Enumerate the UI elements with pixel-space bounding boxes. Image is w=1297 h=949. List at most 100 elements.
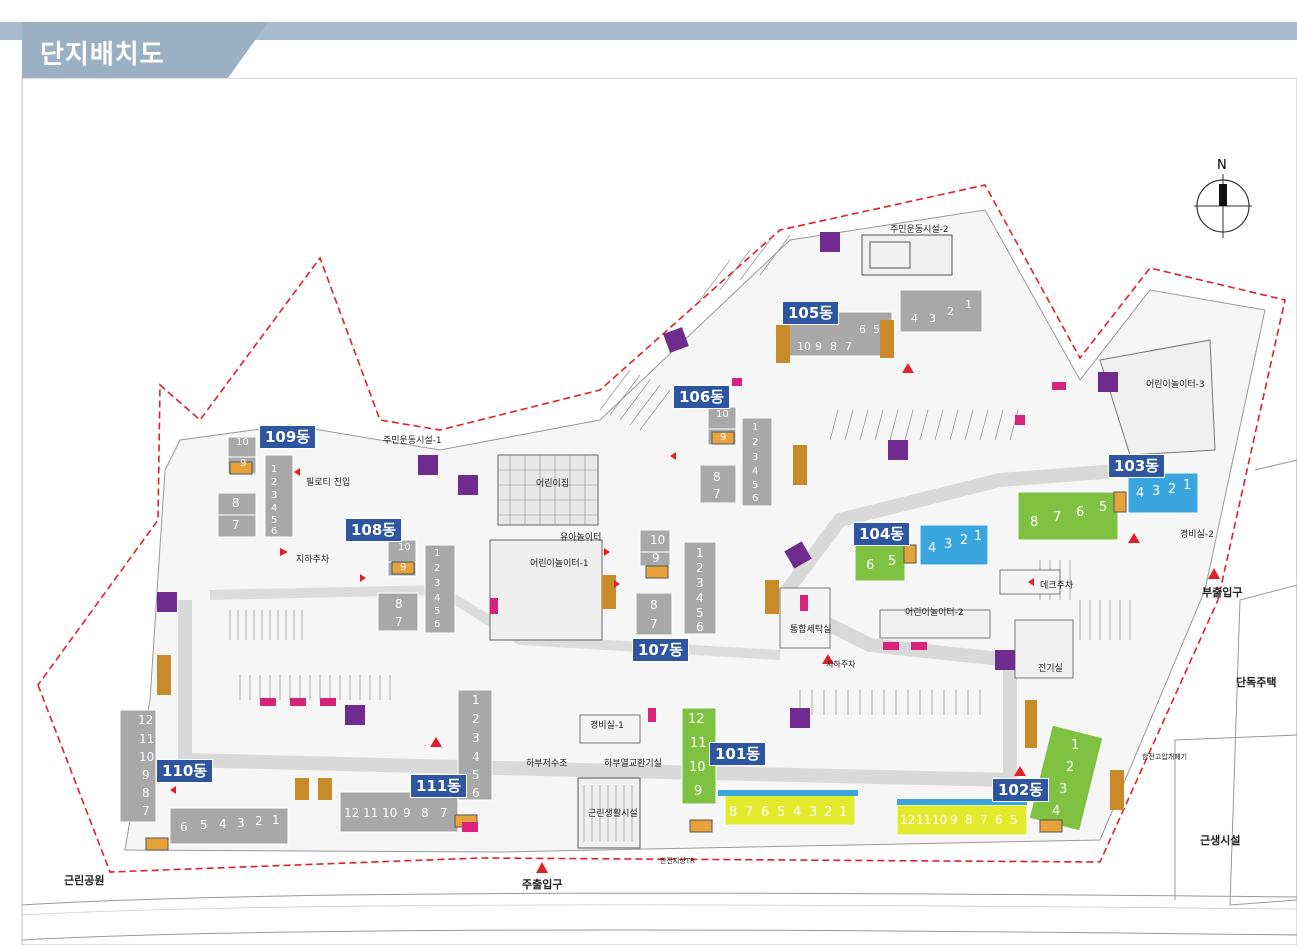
unit-101-11: 11 [690,736,707,751]
unit-106-4: 4 [752,466,759,477]
building-tag-109[interactable]: 109동 [259,425,317,449]
label-detached-housing: 단독주택 [1236,676,1277,689]
unit-109-7: 7 [232,518,240,532]
building-tag-108[interactable]: 108동 [345,518,403,542]
label-neighborhood-facility: 근린생활시설 [588,809,638,819]
unit-109-5: 5 [271,515,278,526]
unit-106-3: 3 [752,452,759,463]
unit-105-3: 3 [929,312,936,325]
unit-102-4: 4 [1052,804,1061,819]
unit-111-4: 4 [472,750,480,764]
unit-108-2: 2 [434,563,441,574]
unit-111-5: 5 [472,768,480,782]
compass-icon [1194,174,1252,238]
page-title: 단지배치도 [40,40,165,70]
unit-104-1: 1 [974,529,983,544]
building-tag-111[interactable]: 111동 [410,774,468,798]
unit-101-4: 4 [793,805,802,820]
label-toddler-play: 유아놀이터 [560,533,602,543]
unit-101-5: 5 [777,805,786,820]
site-boundary [37,184,1286,873]
unit-108-4: 4 [434,593,441,604]
unit-103-3: 3 [1152,484,1161,499]
unit-111-12: 12 [344,806,360,820]
unit-103-2: 2 [1168,482,1177,497]
unit-109-8: 8 [232,496,240,510]
unit-101-10: 10 [689,760,706,775]
label-heat-exchanger: 하부열교환기실 [604,759,662,769]
unit-105-4: 4 [911,312,918,325]
unit-105-9: 9 [815,340,822,353]
unit-101-12: 12 [688,712,705,727]
label-deck-parking: 데크주차 [1040,581,1074,591]
unit-106-5: 5 [752,480,759,491]
unit-110-5: 5 [200,818,208,832]
building-tag-107[interactable]: 107동 [632,638,690,662]
unit-108-5: 5 [434,606,441,617]
unit-103-4: 4 [1136,486,1145,501]
building-tag-102[interactable]: 102동 [992,778,1050,802]
label-sub-entrance[interactable]: 부출입구 [1202,586,1243,599]
unit-110-4: 4 [219,817,227,831]
unit-102-9: 9 [950,813,958,827]
building-tag-103[interactable]: 103동 [1108,454,1166,478]
unit-108-7: 7 [395,615,403,629]
unit-103-8: 8 [1030,515,1039,530]
unit-108-8: 8 [395,597,403,611]
unit-105-8: 8 [830,340,837,353]
unit-106-8: 8 [713,470,721,484]
unit-109-3: 3 [271,490,278,501]
label-underground-parking-b: 지하주차 [826,660,856,669]
label-transformer: 한전지상TR [660,857,695,865]
unit-110-2: 2 [255,814,263,828]
unit-110-8: 8 [142,786,150,800]
unit-102-5: 5 [1010,813,1018,827]
unit-101-3: 3 [809,805,818,820]
unit-109-9: 9 [240,458,247,469]
unit-101-7: 7 [745,805,754,820]
unit-107-3: 3 [696,576,704,590]
label-guard-2: 경비실-2 [1180,530,1214,540]
unit-107-1: 1 [696,546,704,560]
building-tag-106[interactable]: 106동 [673,385,731,409]
unit-108-9: 9 [400,562,407,573]
unit-108-3: 3 [434,578,441,589]
unit-104-5: 5 [888,554,897,569]
unit-110-9: 9 [142,768,150,782]
building-104 [854,524,989,582]
daycare-block [497,454,599,526]
building-tag-105[interactable]: 105동 [782,301,840,325]
label-integrated-laundry: 통합세탁실 [790,625,832,635]
unit-110-7: 7 [142,804,150,818]
unit-101-8: 8 [729,805,738,820]
unit-102-12: 12 [900,813,916,827]
building-tag-110[interactable]: 110동 [156,759,214,783]
label-main-entrance[interactable]: 주출입구 [522,878,563,891]
unit-105-5: 5 [873,323,880,336]
north-compass: N [1194,158,1252,238]
unit-103-7: 7 [1053,510,1062,525]
label-neighborhood-park: 근린공원 [64,874,105,887]
unit-107-4: 4 [696,591,704,605]
label-pilotis: 필로티 진입 [306,478,351,488]
unit-110-1: 1 [272,813,280,827]
unit-107-10: 10 [650,533,666,547]
unit-109-1: 1 [271,464,278,475]
label-kids-play-1: 어린이놀이터-1 [530,559,589,569]
unit-110-3: 3 [237,816,245,830]
building-tag-101[interactable]: 101동 [709,742,767,766]
unit-102-1: 1 [1071,738,1080,753]
unit-104-2: 2 [960,533,969,548]
unit-111-9: 9 [403,806,411,820]
building-tag-104[interactable]: 104동 [853,522,911,546]
building-106 [699,406,773,507]
label-underground-parking-a: 지하주차 [296,555,330,565]
unit-106-9: 9 [720,432,727,443]
label-kids-play-2: 어린이놀이터-2 [905,608,964,618]
label-community-2: 주민운동시설-2 [890,225,949,235]
unit-109-10: 10 [236,437,249,448]
compass-label: N [1217,158,1227,173]
unit-105-1: 1 [965,298,972,311]
unit-106-10: 10 [716,409,729,420]
unit-105-7: 7 [845,340,852,353]
